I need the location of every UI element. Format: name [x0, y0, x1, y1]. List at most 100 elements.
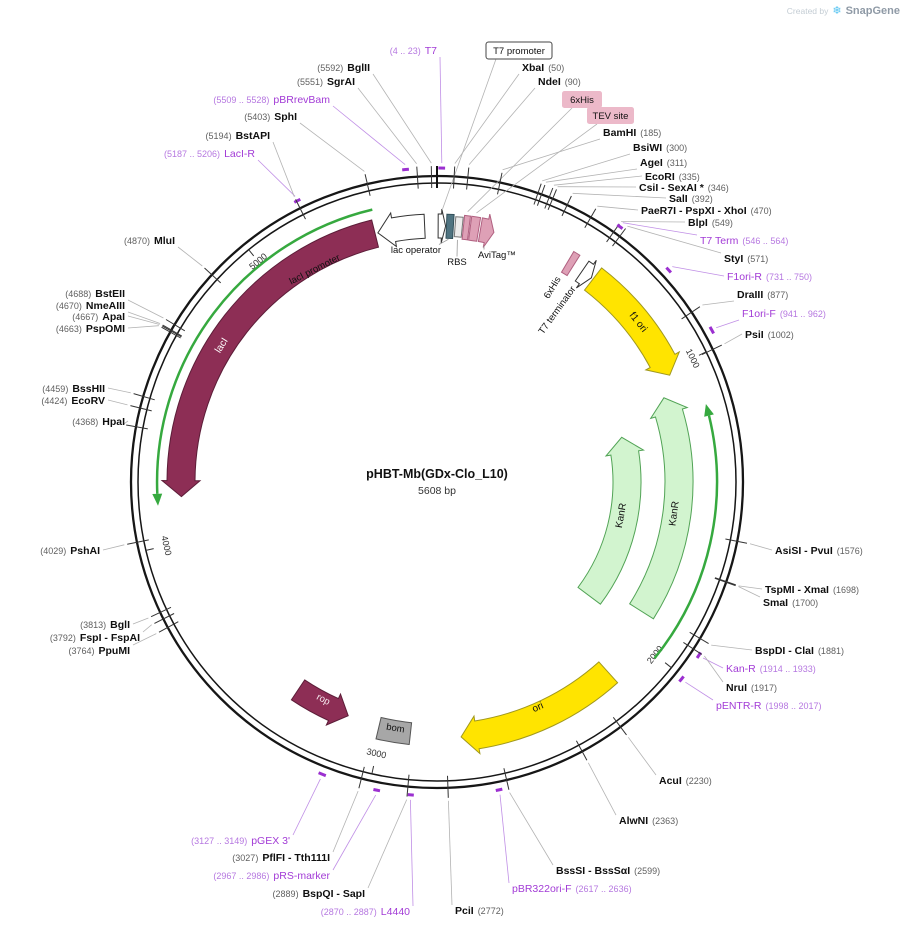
site-label-BlpI[interactable]: BlpI(549) [688, 217, 733, 229]
leader-line [107, 399, 128, 406]
site-label-BstEII[interactable]: (4688)BstEII [65, 288, 125, 300]
site-label-ApaI[interactable]: (4667)ApaI [72, 311, 125, 323]
primer-label-T7Term[interactable]: T7 Term(546 .. 564) [700, 235, 788, 247]
primer-label-pBR322oriF[interactable]: pBR322ori-F(2617 .. 2636) [512, 883, 632, 895]
feature-f1-ori[interactable] [583, 267, 681, 376]
site-label-SmaI[interactable]: SmaI(1700) [763, 597, 818, 609]
site-label-SphI[interactable]: (5403)SphI [244, 111, 297, 123]
site-label-AlwNI[interactable]: AlwNI(2363) [619, 815, 678, 827]
callout-leader [467, 107, 573, 212]
primer-region-arc-pBRrevBam [402, 167, 410, 172]
primer-label-pGEX3[interactable]: (3127 .. 3149)pGEX 3' [191, 835, 290, 847]
site-label-AsiSIPvuI[interactable]: AsiSI - PvuI(1576) [775, 545, 863, 557]
feature-lac-operator[interactable] [445, 213, 455, 240]
primer-label-LacIR[interactable]: (5187 .. 5206)LacI-R [164, 148, 255, 160]
site-label-BamHI[interactable]: BamHI(185) [603, 127, 661, 139]
leader-line [704, 655, 724, 683]
site-label-BssHII[interactable]: (4459)BssHII [42, 383, 105, 395]
primer-label-F1oriR[interactable]: F1ori-R(731 .. 750) [727, 271, 812, 283]
site-label-EcoRV[interactable]: (4424)EcoRV [41, 395, 105, 407]
primer-label-pRSmarker[interactable]: (2967 .. 2986)pRS-marker [213, 870, 330, 882]
feature-label-avitag-[interactable]: AviTag™ [478, 250, 516, 261]
feature-rop[interactable] [290, 679, 349, 726]
leader-line [299, 122, 365, 172]
leader-line [749, 543, 773, 551]
feature-lacI[interactable] [160, 219, 380, 498]
site-label-BstAPI[interactable]: (5194)BstAPI [206, 130, 271, 142]
site-label-BglII[interactable]: (5592)BglII [317, 62, 370, 74]
feature-lacI-promoter[interactable] [377, 211, 426, 248]
site-label-EcoRI[interactable]: EcoRI(335) [645, 171, 700, 183]
callout-box-t7-promoter[interactable] [485, 41, 553, 60]
feature-KanR-inner[interactable] [577, 436, 645, 605]
feature-T7-terminator[interactable] [574, 260, 597, 289]
site-label-MluI[interactable]: (4870)MluI [124, 235, 175, 247]
feature-KanR-outer[interactable] [629, 397, 694, 620]
site-label-PsiI[interactable]: PsiI(1002) [745, 329, 794, 341]
site-label-PpuMI[interactable]: (3764)PpuMI [68, 645, 130, 657]
leader-line [597, 205, 639, 211]
site-label-PshAI[interactable]: (4029)PshAI [40, 545, 100, 557]
primer-label-T7[interactable]: (4 .. 23)T7 [390, 45, 437, 57]
leader-line [621, 221, 686, 223]
feature-6xHis-N[interactable] [461, 214, 472, 241]
feature-6xHis-C[interactable] [560, 250, 581, 277]
site-label-NdeI[interactable]: NdeI(90) [538, 76, 581, 88]
site-label-XbaI[interactable]: XbaI(50) [522, 62, 564, 74]
site-label-BglI[interactable]: (3813)BglI [80, 619, 130, 631]
site-label-BspDIClaI[interactable]: BspDI - ClaI(1881) [755, 645, 844, 657]
site-label-NmeAIII[interactable]: (4670)NmeAIII [56, 300, 125, 312]
feature-label-ori[interactable]: ori [531, 700, 546, 715]
feature-label-lac-operator[interactable]: lac operator [391, 245, 441, 256]
leader-line [702, 300, 735, 306]
site-label-StyI[interactable]: StyI(571) [724, 253, 768, 265]
feature-TEV-site[interactable] [468, 215, 482, 242]
callout-label-6xhis: 6xHis [570, 95, 594, 106]
primer-label-L4440[interactable]: (2870 .. 2887)L4440 [321, 906, 410, 918]
site-label-BsiWI[interactable]: BsiWI(300) [633, 142, 687, 154]
site-label-AgeI[interactable]: AgeI(311) [640, 157, 687, 169]
site-label-SalI[interactable]: SalI(392) [669, 193, 713, 205]
leader-line [553, 175, 643, 186]
primer-region-arc-T7Term [616, 223, 624, 230]
feature-bom[interactable] [375, 716, 413, 746]
restriction-site-tick [162, 324, 183, 337]
site-label-BspQISapI[interactable]: (2889)BspQI - SapI [273, 888, 366, 900]
site-label-TspMIXmaI[interactable]: TspMI - XmaI(1698) [765, 584, 859, 596]
primer-label-pBRrevBam[interactable]: (5509 .. 5528)pBRrevBam [213, 94, 330, 106]
primer-label-pENTRR[interactable]: pENTR-R(1998 .. 2017) [716, 700, 822, 712]
feature-label-kanr[interactable]: KanR [667, 501, 681, 527]
restriction-site-tick [575, 740, 588, 761]
feature-label-bom[interactable]: bom [385, 722, 405, 736]
site-label-SgrAI[interactable]: (5551)SgrAI [297, 76, 355, 88]
feature-label-kanr[interactable]: KanR [614, 502, 629, 529]
feature-T7-promoter[interactable] [437, 208, 447, 244]
bp-marker-tick [371, 765, 375, 774]
site-label-BssSIBssSI[interactable]: BssSI - BssSαI(2599) [556, 865, 660, 877]
site-label-PaeR7IPspXIXhoI[interactable]: PaeR7I - PspXI - XhoI(470) [641, 205, 772, 217]
restriction-site-tick [150, 606, 172, 618]
primer-label-F1oriF[interactable]: F1ori-F(941 .. 962) [742, 308, 826, 320]
site-label-PspOMI[interactable]: (4663)PspOMI [56, 323, 125, 335]
feature-AviTag[interactable] [477, 213, 495, 248]
feature-label-rbs[interactable]: RBS [447, 257, 467, 268]
site-label-PflFITth111I[interactable]: (3027)PflFI - Tth111I [232, 852, 330, 864]
site-label-HpaI[interactable]: (4368)HpaI [72, 416, 125, 428]
callout-box-tev-site[interactable] [587, 107, 634, 124]
feature-RBS[interactable] [453, 216, 464, 238]
feature-ori[interactable] [460, 661, 619, 755]
site-label-FspIFspAI[interactable]: (3792)FspI - FspAI [50, 632, 140, 644]
orf-arc-right[interactable] [653, 415, 719, 660]
site-label-PciI[interactable]: PciI(2772) [455, 905, 504, 917]
leader-line [509, 792, 554, 866]
leader-line [127, 315, 160, 325]
leader-line [545, 168, 638, 183]
site-label-DraIII[interactable]: DraIII(877) [737, 289, 788, 301]
orf-arc-left[interactable] [155, 208, 373, 494]
leader-line [622, 222, 698, 236]
site-label-NruI[interactable]: NruI(1917) [726, 682, 777, 694]
callout-box-6xhis[interactable] [562, 91, 602, 108]
primer-label-KanR[interactable]: Kan-R(1914 .. 1933) [726, 663, 816, 675]
site-label-AcuI[interactable]: AcuI(2230) [659, 775, 712, 787]
site-label-CsiISexAI[interactable]: CsiI - SexAI *(346) [639, 182, 729, 194]
